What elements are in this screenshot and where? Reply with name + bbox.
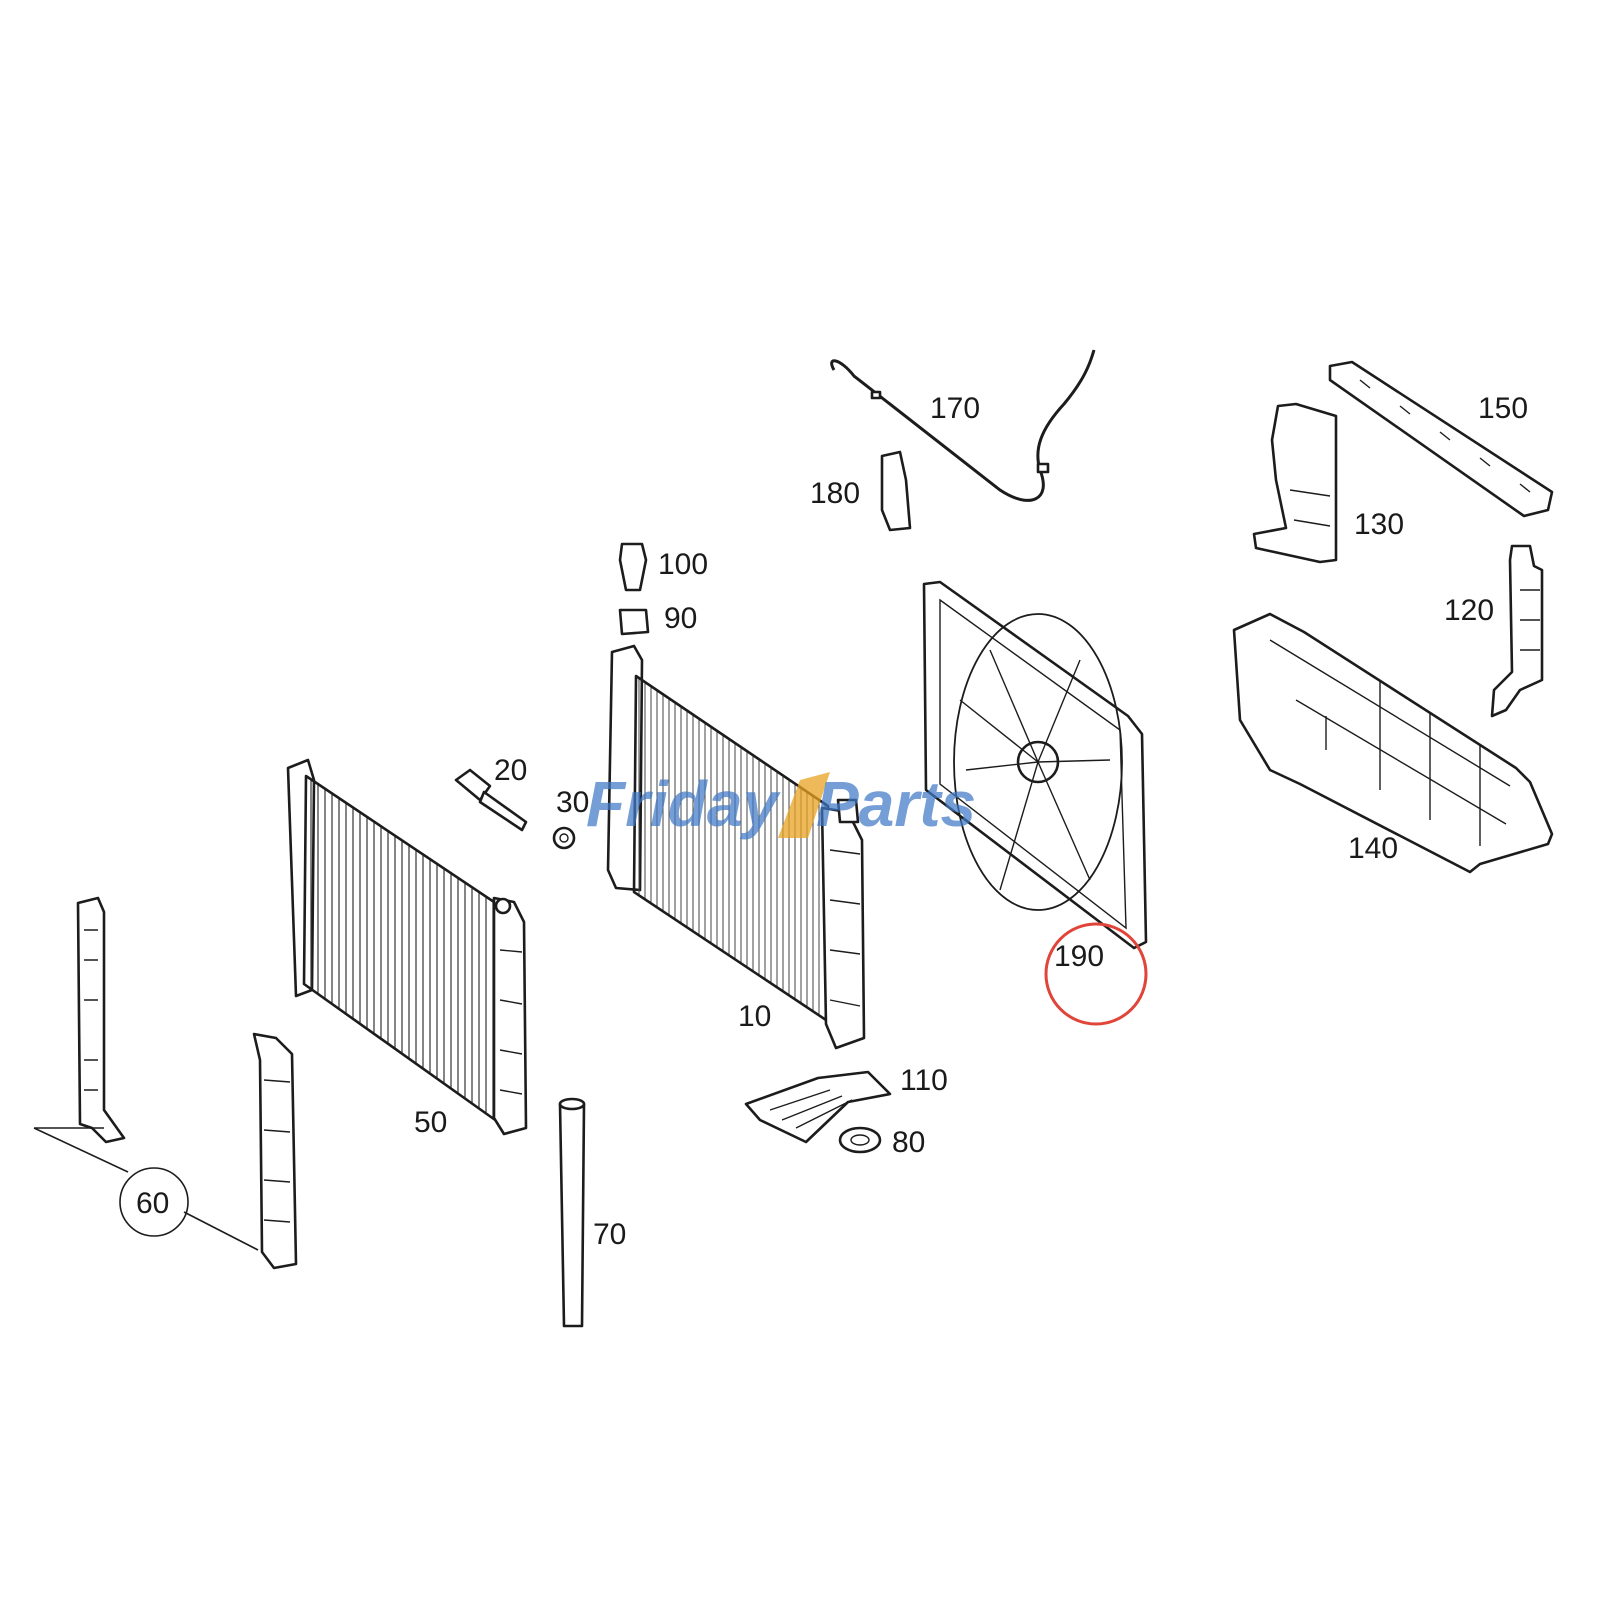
part-10-radiator[interactable] xyxy=(606,644,866,1050)
callout-20: 20 xyxy=(494,754,527,787)
part-190-fan-shroud[interactable] xyxy=(922,580,1148,950)
callout-30: 30 xyxy=(556,786,589,819)
part-20-drain-plug[interactable] xyxy=(454,768,528,832)
watermark-right-text: Parts xyxy=(816,768,976,840)
part-150-upper-seal[interactable] xyxy=(1328,360,1554,518)
callout-50: 50 xyxy=(414,1106,447,1139)
part-120-air-guide[interactable] xyxy=(1490,544,1544,718)
part-70-dryer-tube[interactable] xyxy=(558,1097,586,1328)
callout-90: 90 xyxy=(664,602,697,635)
part-110-lower-cover[interactable] xyxy=(744,1070,892,1144)
highlight-circle-190 xyxy=(1044,922,1148,1026)
part-30-seal-ring[interactable] xyxy=(552,826,576,850)
callout-100: 100 xyxy=(658,548,708,581)
part-80-grommet[interactable] xyxy=(838,1126,882,1154)
callout-170: 170 xyxy=(930,392,980,425)
leader-60-a xyxy=(33,1127,129,1173)
callout-80: 80 xyxy=(892,1126,925,1159)
callout-10: 10 xyxy=(738,1000,771,1033)
callout-130: 130 xyxy=(1354,508,1404,541)
callout-70: 70 xyxy=(593,1218,626,1251)
callout-180: 180 xyxy=(810,477,860,510)
part-140-air-duct-frame[interactable] xyxy=(1232,612,1554,874)
part-170-wiring-harness[interactable] xyxy=(830,349,1096,502)
callout-150: 150 xyxy=(1478,392,1528,425)
callout-60-circle xyxy=(119,1167,189,1237)
leader-60-b xyxy=(183,1211,259,1251)
watermark-logo: Friday Parts xyxy=(586,768,976,840)
callout-190: 190 xyxy=(1054,940,1104,973)
watermark-swoosh xyxy=(778,772,830,838)
callout-140: 140 xyxy=(1348,832,1398,865)
part-90-rubber-mount[interactable] xyxy=(618,608,650,636)
part-130-air-duct[interactable] xyxy=(1252,402,1338,564)
part-50-condenser[interactable] xyxy=(286,758,528,1136)
watermark-left-text: Friday xyxy=(586,768,781,840)
callout-60: 60 xyxy=(136,1187,169,1220)
part-180-clip[interactable] xyxy=(880,450,912,532)
callout-110: 110 xyxy=(900,1064,948,1097)
part-60-air-guides[interactable] xyxy=(76,896,298,1270)
callout-120: 120 xyxy=(1444,594,1494,627)
part-100-bracket[interactable] xyxy=(618,542,648,592)
